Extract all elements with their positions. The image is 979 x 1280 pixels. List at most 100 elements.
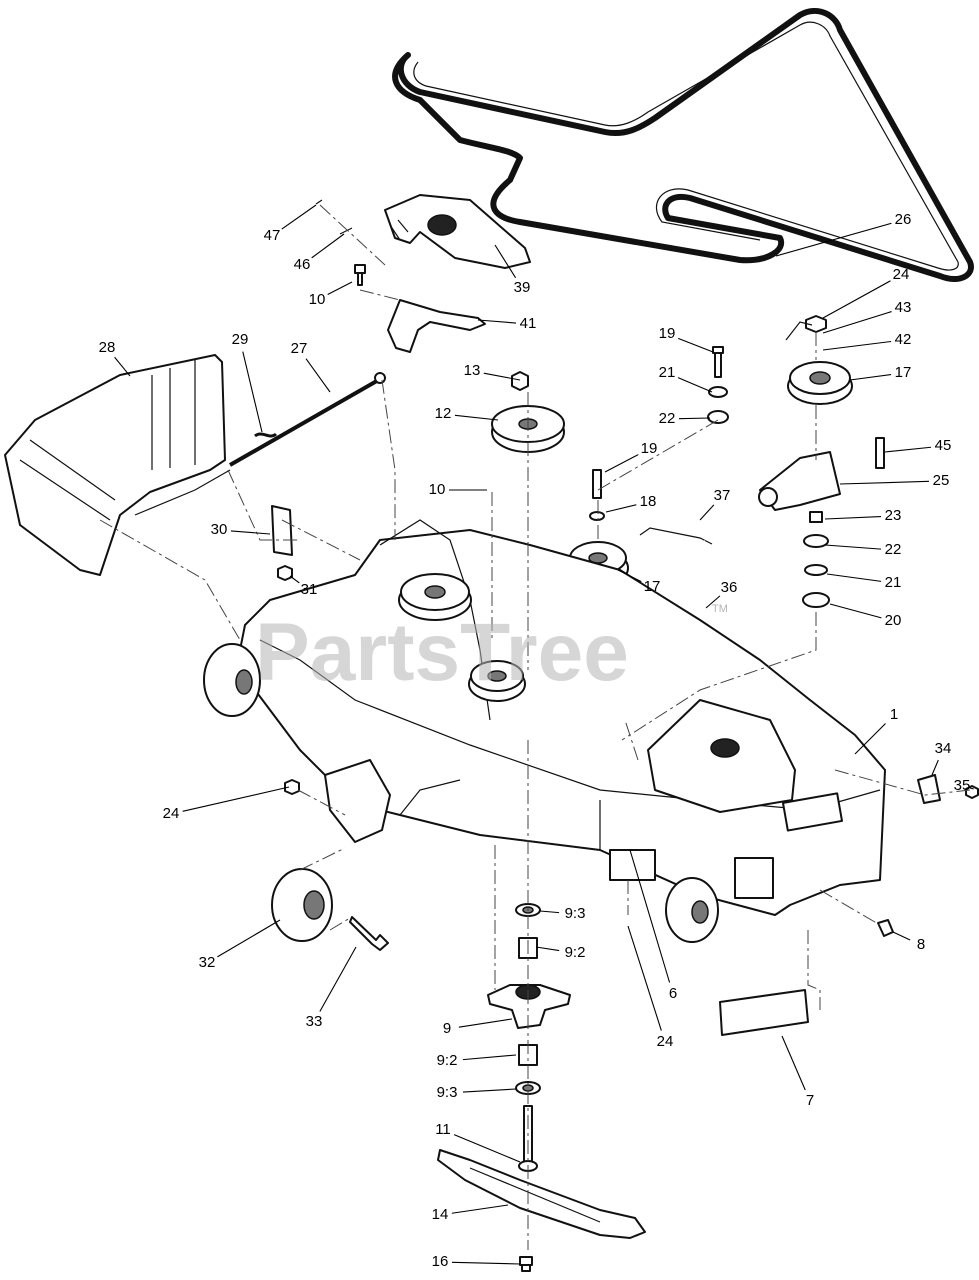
callout-label: 9:2: [565, 944, 586, 961]
leader-line: [839, 480, 930, 485]
callout-label: 43: [895, 299, 912, 316]
callout-label: 21: [659, 364, 676, 381]
callout-label: 33: [306, 1013, 323, 1030]
callout-label: 34: [935, 740, 952, 757]
leader-line: [289, 575, 300, 584]
deck-wheel-front: [665, 877, 719, 943]
deck-decal-box: [781, 792, 844, 832]
leader-line: [969, 787, 974, 790]
leader-line: [462, 1088, 517, 1093]
watermark-text: PartsTree: [255, 607, 629, 698]
callout-label: 7: [806, 1092, 814, 1109]
leader-line: [617, 569, 642, 583]
callout-label: 6: [669, 985, 677, 1002]
callout-label: 42: [895, 331, 912, 348]
idler-assembly-right: [758, 315, 885, 608]
baffle-7: [719, 989, 809, 1036]
callout-label: 10: [429, 481, 446, 498]
bracket-30: [271, 505, 293, 581]
deck-belt-shield: [647, 699, 796, 813]
callout-label: 25: [933, 472, 950, 489]
mower-blade: [437, 1149, 646, 1239]
callout-label: 9:2: [437, 1052, 458, 1069]
callout-label: 12: [435, 405, 452, 422]
callout-label: 19: [659, 325, 676, 342]
deck-wheel-left: [203, 643, 261, 717]
leader-line: [824, 515, 882, 520]
leader-line: [678, 417, 711, 420]
leader-line: [535, 946, 560, 952]
deck-idler-center: [468, 660, 526, 702]
leader-line: [462, 1054, 517, 1061]
leader-line: [781, 1035, 806, 1091]
bolt-10-top: [354, 264, 366, 286]
leader-line: [627, 925, 662, 1031]
callout-label: 9:3: [565, 905, 586, 922]
callout-label: 14: [432, 1206, 449, 1223]
callout-label: 46: [294, 256, 311, 273]
callout-label: 21: [885, 574, 902, 591]
leader-line: [705, 595, 721, 609]
callout-label: 22: [885, 541, 902, 558]
leader-line: [182, 786, 290, 812]
leader-line: [854, 723, 886, 755]
leader-line: [824, 544, 882, 550]
leader-line: [242, 351, 263, 433]
leader-line: [829, 603, 882, 619]
callout-label: 39: [514, 279, 531, 296]
leader-line: [454, 414, 499, 421]
callout-label: 9: [443, 1020, 451, 1037]
callout-label: 22: [659, 410, 676, 427]
spindle-assembly: [487, 903, 571, 1172]
pin-47: [315, 199, 353, 235]
leader-line: [217, 919, 281, 958]
leader-line: [281, 204, 317, 230]
idler-bracket: [387, 299, 486, 353]
watermark: PartsTree TM: [255, 603, 728, 698]
drive-belt: [392, 8, 974, 283]
callout-label: 36: [721, 579, 738, 596]
leader-line: [319, 946, 357, 1012]
callout-label: 41: [520, 315, 537, 332]
leader-line: [539, 910, 560, 914]
deck-pulley-left: [398, 573, 472, 621]
callout-label: 1: [890, 706, 898, 723]
callout-label: 26: [895, 211, 912, 228]
leader-line: [677, 377, 713, 393]
callout-label: 17: [644, 578, 661, 595]
callout-label: 20: [885, 612, 902, 629]
leader-line: [629, 849, 671, 983]
leader-line: [849, 374, 892, 381]
caster-wheel-32: [271, 868, 389, 951]
deflector-rod-27: [229, 372, 386, 467]
mower-deck-shell: [239, 519, 886, 916]
grass-deflector: [4, 354, 231, 576]
leader-line: [775, 222, 892, 257]
leader-line: [931, 759, 939, 776]
leader-line: [483, 372, 521, 381]
leader-line: [884, 446, 932, 453]
leader-line: [699, 504, 715, 521]
callout-label: 16: [432, 1253, 449, 1270]
leader-line: [230, 530, 271, 535]
callout-label: 32: [199, 954, 216, 971]
leader-line: [305, 358, 331, 393]
spring-37: [639, 527, 713, 545]
leader-line: [311, 233, 345, 259]
leader-line: [822, 280, 891, 319]
leader-line: [494, 244, 517, 279]
callout-label: 37: [714, 487, 731, 504]
leader-line: [453, 1134, 521, 1163]
deck-bracket-left: [284, 759, 391, 843]
deck-info-decal: [734, 857, 774, 899]
leader-line: [677, 337, 714, 353]
deck-logo-decal: [609, 849, 656, 881]
callout-label: 19: [641, 440, 658, 457]
leader-line: [114, 356, 131, 377]
bracket-34: [877, 774, 979, 937]
callout-label: 45: [935, 437, 952, 454]
callout-label: 24: [893, 266, 910, 283]
callout-label: 8: [917, 936, 925, 953]
